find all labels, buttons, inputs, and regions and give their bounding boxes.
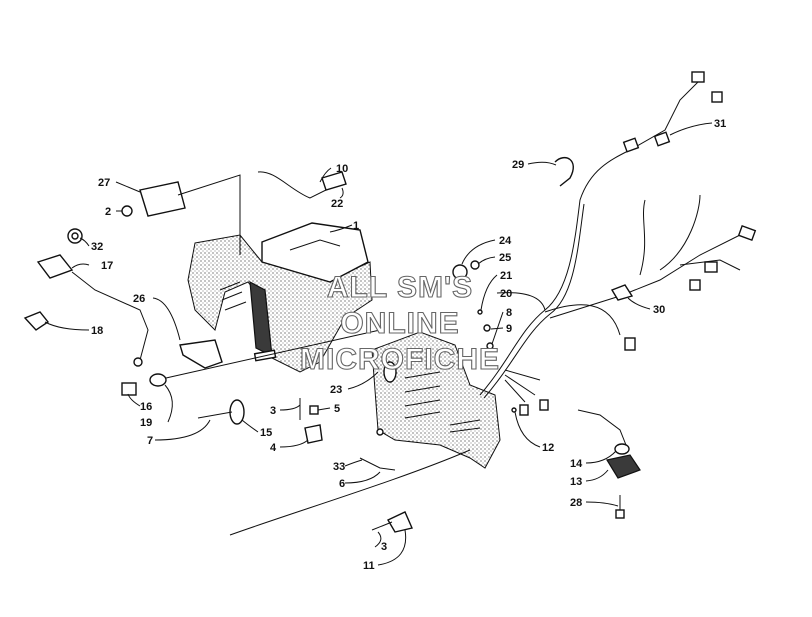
callout-16: 16 bbox=[140, 401, 152, 413]
instrument-panel bbox=[371, 331, 501, 469]
cable-clip-29 bbox=[554, 157, 574, 187]
callout-1: 1 bbox=[353, 220, 359, 232]
callout-6: 6 bbox=[339, 478, 345, 490]
callout-31: 31 bbox=[714, 118, 726, 130]
watermark-line-3: MICROFICHE bbox=[300, 343, 500, 376]
callout-15: 15 bbox=[260, 427, 272, 439]
watermark: ALL SM'S ONLINE MICROFICHE bbox=[299, 270, 500, 376]
screw-8 bbox=[486, 342, 494, 350]
callout-29: 29 bbox=[512, 159, 524, 171]
callout-28: 28 bbox=[570, 497, 582, 509]
bracket-26 bbox=[179, 339, 223, 369]
wiring-harness bbox=[479, 71, 757, 416]
callout-labels: 1 2 3 3 4 5 6 7 8 9 10 11 12 13 14 15 16… bbox=[91, 118, 726, 572]
callout-25: 25 bbox=[499, 252, 511, 264]
callout-4: 4 bbox=[270, 442, 277, 454]
callout-14: 14 bbox=[570, 458, 583, 470]
callout-21: 21 bbox=[500, 270, 512, 282]
callout-30: 30 bbox=[653, 304, 665, 316]
callout-20: 20 bbox=[500, 288, 512, 300]
callout-13: 13 bbox=[570, 476, 582, 488]
callout-32: 32 bbox=[91, 241, 103, 253]
callout-8: 8 bbox=[506, 307, 512, 319]
watermark-line-2: ONLINE bbox=[340, 307, 459, 340]
callout-19: 19 bbox=[140, 417, 152, 429]
callout-33: 33 bbox=[333, 461, 345, 473]
callout-17: 17 bbox=[101, 260, 113, 272]
callout-27: 27 bbox=[98, 177, 110, 189]
screw-21 bbox=[477, 309, 483, 315]
callout-7: 7 bbox=[147, 435, 153, 447]
dash-housing bbox=[187, 222, 373, 373]
callout-24: 24 bbox=[499, 235, 512, 247]
callout-5: 5 bbox=[334, 403, 340, 415]
callout-3: 3 bbox=[270, 405, 276, 417]
callout-18: 18 bbox=[91, 325, 103, 337]
callout-12: 12 bbox=[542, 442, 554, 454]
callout-22: 22 bbox=[331, 198, 343, 210]
watermark-line-1: ALL SM'S bbox=[327, 271, 473, 304]
callout-3: 3 bbox=[381, 541, 387, 553]
leader-lines bbox=[44, 122, 713, 566]
screw-12 bbox=[511, 407, 517, 413]
callout-11: 11 bbox=[363, 560, 375, 572]
callout-23: 23 bbox=[330, 384, 342, 396]
callout-9: 9 bbox=[506, 323, 512, 335]
switch-assembly bbox=[121, 171, 347, 255]
grommet-25 bbox=[470, 260, 480, 270]
clip-parts bbox=[229, 398, 471, 536]
grommet-24 bbox=[452, 264, 468, 280]
lower-switches bbox=[121, 329, 381, 425]
key-switch-assembly bbox=[23, 228, 149, 367]
voltage-regulator bbox=[577, 409, 641, 519]
callout-26: 26 bbox=[133, 293, 145, 305]
callout-10: 10 bbox=[336, 163, 348, 175]
callout-2: 2 bbox=[105, 206, 111, 218]
screw-9 bbox=[483, 324, 491, 332]
